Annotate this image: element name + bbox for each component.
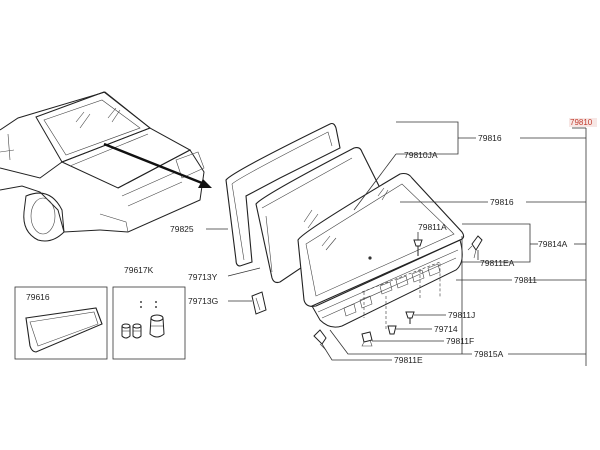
clip-79714: [387, 325, 397, 335]
inset-79616: [14, 286, 108, 360]
label-79810ja[interactable]: 79810JA: [404, 150, 438, 160]
rear-glass-79816: [297, 172, 465, 307]
car-illustration: [0, 91, 205, 242]
label-79713g[interactable]: 79713G: [188, 296, 218, 306]
label-79617k[interactable]: 79617K: [124, 265, 154, 275]
glass-79713y: [255, 146, 391, 284]
inset-79617k: [112, 286, 186, 360]
label-79810[interactable]: 79810: [570, 118, 593, 127]
label-79816-mid[interactable]: 79816: [490, 197, 514, 207]
clip-79811j: [405, 311, 415, 324]
label-79814a[interactable]: 79814A: [538, 239, 568, 249]
label-79811j[interactable]: 79811J: [448, 310, 475, 320]
label-79811e[interactable]: 79811E: [394, 355, 423, 365]
grommet-left: [121, 323, 131, 339]
label-79713y[interactable]: 79713Y: [188, 272, 218, 282]
label-79811ea[interactable]: 79811EA: [480, 258, 515, 268]
pointer-arrow: [103, 142, 212, 188]
clip-79811f: [361, 331, 373, 347]
clip-79811ea: [467, 235, 483, 259]
leader-lines: [206, 121, 587, 366]
part-labels: 79810 79816 79810JA 79816 79825 79811A 7…: [26, 118, 597, 365]
label-79714[interactable]: 79714: [434, 324, 458, 334]
clip-79811a: [413, 239, 423, 256]
label-79825[interactable]: 79825: [170, 224, 194, 234]
label-79811a[interactable]: 79811A: [418, 222, 447, 232]
label-79811[interactable]: 79811: [514, 275, 537, 285]
highlight-box: [569, 118, 597, 127]
label-79616[interactable]: 79616: [26, 292, 50, 302]
moulding-79825: [225, 122, 341, 267]
grommet-mid: [132, 323, 142, 339]
label-79811f[interactable]: 79811F: [446, 336, 474, 346]
grommet-right: [149, 314, 165, 338]
vent-slots: [343, 263, 441, 317]
label-79816-top[interactable]: 79816: [478, 133, 502, 143]
label-79815a[interactable]: 79815A: [474, 349, 504, 359]
plate-79713g: [251, 291, 267, 315]
